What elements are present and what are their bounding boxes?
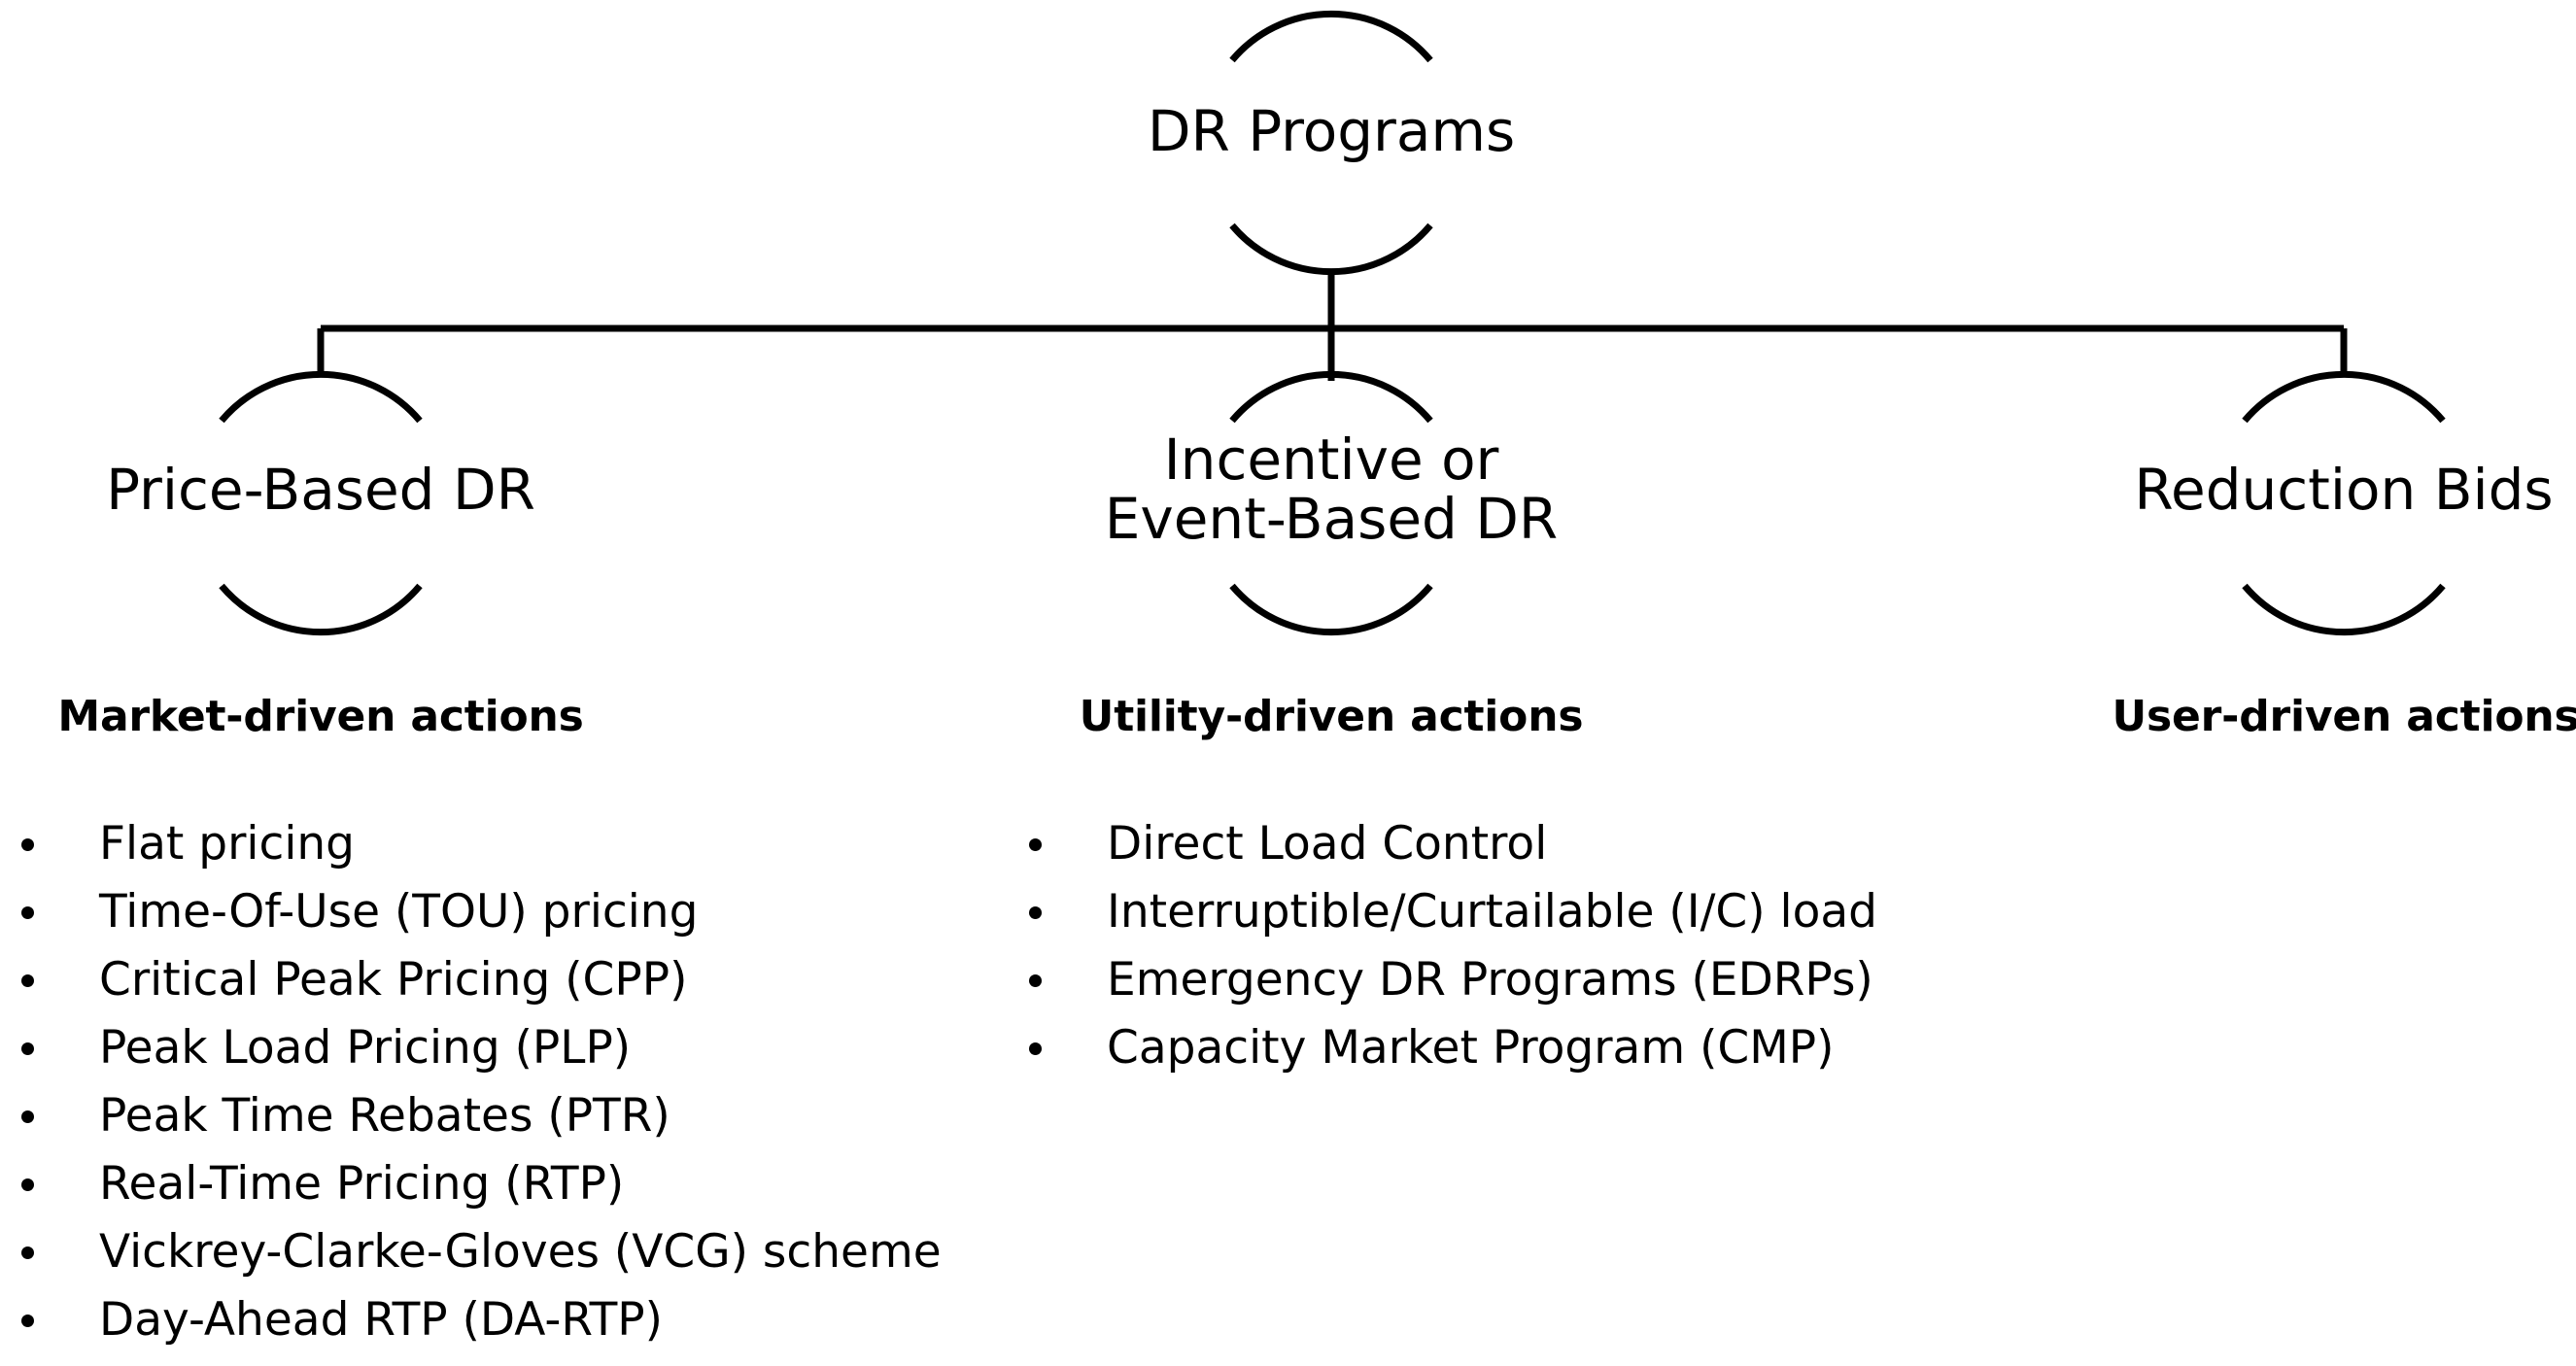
- list-item: Vickrey-Clarke-Gloves (VCG) scheme: [17, 1218, 942, 1286]
- bullet-dot-icon: [21, 1178, 34, 1191]
- list-item-label: Real-Time Pricing (RTP): [99, 1157, 625, 1211]
- column-header-user-driven: User-driven actions: [2112, 692, 2576, 741]
- list-item-label: Time-Of-Use (TOU) pricing: [99, 885, 699, 939]
- node-root-text: DR Programs: [1147, 98, 1516, 164]
- column-header-market-driven: Market-driven actions: [57, 692, 584, 741]
- bullet-dot-icon: [1029, 838, 1042, 851]
- list-item: Interruptible/Curtailable (I/C) load: [1025, 878, 1877, 946]
- list-item: Real-Time Pricing (RTP): [17, 1150, 942, 1218]
- list-item-label: Peak Load Pricing (PLP): [99, 1021, 632, 1075]
- bullet-dot-icon: [21, 1110, 34, 1123]
- bullet-dot-icon: [21, 1042, 34, 1055]
- list-item-label: Capacity Market Program (CMP): [1107, 1021, 1835, 1075]
- list-item: Capacity Market Program (CMP): [1025, 1014, 1877, 1082]
- list-item-label: Interruptible/Curtailable (I/C) load: [1107, 885, 1877, 939]
- list-item-label: Direct Load Control: [1107, 817, 1548, 871]
- node-reduction-bids-label: Reduction Bids: [2134, 460, 2553, 520]
- list-item-label: Peak Time Rebates (PTR): [99, 1089, 670, 1143]
- list-item-label: Day-Ahead RTP (DA-RTP): [99, 1293, 663, 1347]
- node-price-based-dr-label: Price-Based DR: [106, 460, 535, 520]
- node-price-based-dr-text: Price-Based DR: [106, 457, 535, 523]
- node-root-label: DR Programs: [1148, 101, 1515, 161]
- list-item: Flat pricing: [17, 810, 942, 878]
- right-node-bottom-arc: [2242, 583, 2446, 636]
- bullet-dot-icon: [1029, 1042, 1042, 1055]
- list-item: Direct Load Control: [1025, 810, 1877, 878]
- bullet-dot-icon: [21, 1315, 34, 1327]
- bullet-dot-icon: [1029, 974, 1042, 987]
- list-item-label: Vickrey-Clarke-Gloves (VCG) scheme: [99, 1225, 942, 1279]
- node-incentive-event-based-dr-text-line2: Event-Based DR: [1104, 486, 1559, 553]
- node-incentive-event-based-dr-text-line1: Incentive or: [1163, 427, 1499, 493]
- list-item: Peak Time Rebates (PTR): [17, 1082, 942, 1150]
- list-item-label: Critical Peak Pricing (CPP): [99, 953, 688, 1007]
- root-node-bottom-arc: [1229, 222, 1433, 276]
- list-item: Critical Peak Pricing (CPP): [17, 946, 942, 1014]
- bullet-dot-icon: [21, 838, 34, 851]
- bullet-dot-icon: [1029, 906, 1042, 919]
- column-header-utility-driven: Utility-driven actions: [1079, 692, 1584, 741]
- right-node-top-arc: [2242, 370, 2446, 424]
- left-node-bottom-arc: [219, 583, 423, 636]
- middle-node-bottom-arc: [1229, 583, 1433, 636]
- list-item-label: Flat pricing: [99, 817, 355, 871]
- list-item: Time-Of-Use (TOU) pricing: [17, 878, 942, 946]
- list-item: Emergency DR Programs (EDRPs): [1025, 946, 1877, 1014]
- left-node-top-arc: [219, 370, 423, 424]
- list-item: Peak Load Pricing (PLP): [17, 1014, 942, 1082]
- list-item: Day-Ahead RTP (DA-RTP): [17, 1286, 942, 1354]
- list-item-label: Emergency DR Programs (EDRPs): [1107, 953, 1873, 1007]
- node-reduction-bids-text: Reduction Bids: [2134, 457, 2554, 523]
- middle-node-top-arc: [1229, 370, 1433, 424]
- bullet-dot-icon: [21, 974, 34, 987]
- root-node-top-arc: [1229, 10, 1433, 63]
- node-incentive-event-based-dr-label: Incentive or Event-Based DR: [1104, 427, 1559, 553]
- bullet-dot-icon: [21, 906, 34, 919]
- bullet-dot-icon: [21, 1246, 34, 1259]
